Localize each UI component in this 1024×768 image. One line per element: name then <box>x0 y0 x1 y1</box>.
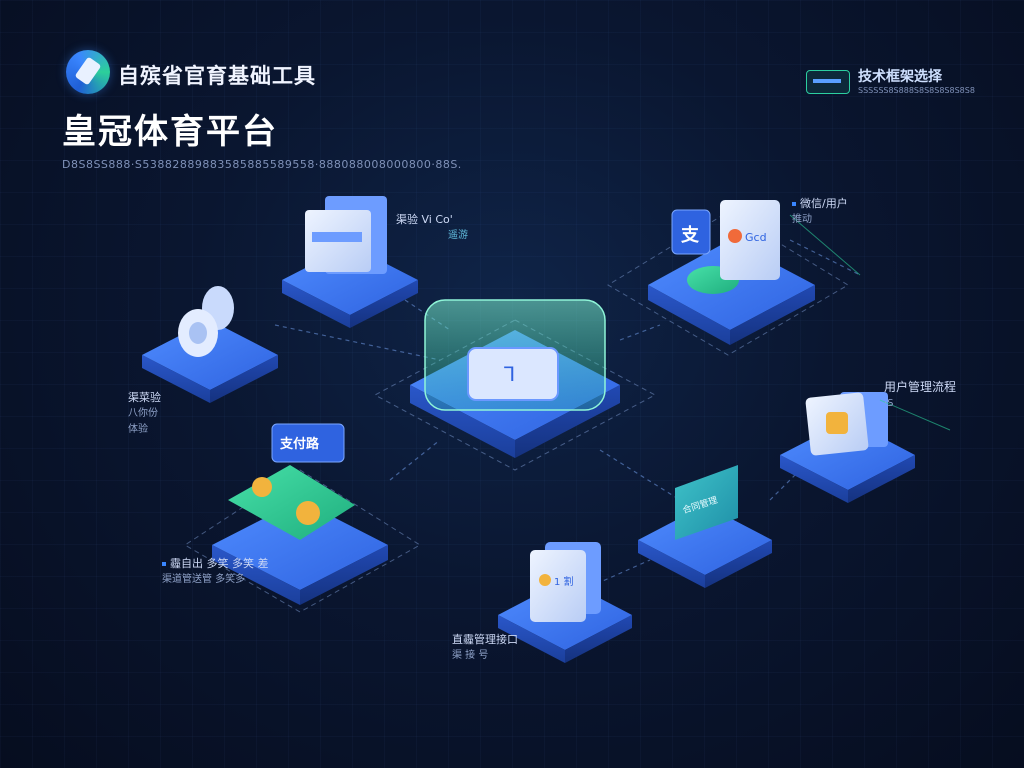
label-subtext: ·S <box>884 398 894 409</box>
platform-top-right: 支 Gcd <box>648 200 815 345</box>
label-leader <box>789 214 861 276</box>
connector-line <box>389 439 441 481</box>
label-top-left: 渠验 Vi Co' 遥游 <box>396 212 468 243</box>
label-top-right: 微信/用户 推动 <box>792 196 848 227</box>
brand-name: 自殡省官育基础工具 <box>118 64 316 88</box>
connector-line <box>619 324 661 341</box>
label-text: 霾自出 多笑 多笑 差 <box>170 557 269 570</box>
platform-left <box>142 286 278 403</box>
platform-bottom-mid: 1 割 <box>498 542 632 663</box>
page-subtitle: D8S8SS888·S53882889883585885589558·88808… <box>62 158 462 171</box>
label-subtext-2: 体验 <box>128 424 148 435</box>
bullet-icon <box>792 202 796 206</box>
tech-sublabel: SSSSSS8S888S8S8S8S8S8S8 <box>858 86 975 95</box>
bottom-mid-card-text: 1 割 <box>554 575 574 588</box>
label-text: 直霾管理接口 <box>452 633 518 646</box>
tech-selector[interactable]: 技术框架选择 SSSSSS8S888S8S8S8S8S8S8 <box>806 66 996 98</box>
top-right-badge: 支 <box>680 224 700 246</box>
brand-logo-icon <box>66 50 110 94</box>
label-subtext: 推动 <box>792 214 812 225</box>
node-outline-bottom-left <box>184 469 421 613</box>
label-subtext: 渠道管送管 多笑多 <box>162 574 246 585</box>
connector-line <box>274 324 441 361</box>
top-right-card-text: Gcd <box>745 231 767 244</box>
page-title: 皇冠体育平台 <box>62 112 278 152</box>
platform-right <box>780 392 915 503</box>
bottom-left-badge: 支付路 <box>279 436 320 452</box>
label-leader <box>879 399 951 431</box>
platform-top-left <box>282 196 418 328</box>
label-text: 渠验 Vi Co' <box>396 213 453 226</box>
label-subtext: 八你份 <box>128 408 158 419</box>
tech-label: 技术框架选择 <box>858 69 942 85</box>
label-leaders <box>789 214 951 431</box>
label-text: 微信/用户 <box>800 197 848 210</box>
label-subtext: 遥游 <box>448 230 468 241</box>
label-text: 渠菜验 <box>128 391 161 404</box>
platform-center: ᒣ <box>410 299 620 458</box>
chip-icon <box>806 70 850 94</box>
platform-bottom-left: 支付路 <box>212 423 388 605</box>
bullet-icon <box>162 562 166 566</box>
label-bottom-mid: 直霾管理接口 渠 接 号 <box>452 632 518 663</box>
label-subtext: 渠 接 号 <box>452 650 489 661</box>
node-outlines <box>184 211 849 613</box>
platform-mid-right: 合同管理 <box>638 465 772 588</box>
node-outline-top-right <box>607 211 849 356</box>
label-right: 用户管理流程 ·S <box>884 380 956 411</box>
center-chip-text: ᒣ <box>503 362 515 386</box>
node-outline-center <box>373 319 657 471</box>
label-text: 用户管理流程 <box>884 380 957 394</box>
connector-line <box>599 449 681 501</box>
connector-line <box>789 239 861 276</box>
label-bottom-left: 霾自出 多笑 多笑 差 渠道管送管 多笑多 <box>162 556 269 587</box>
label-left: 渠菜验 八你份 体验 <box>128 390 161 437</box>
